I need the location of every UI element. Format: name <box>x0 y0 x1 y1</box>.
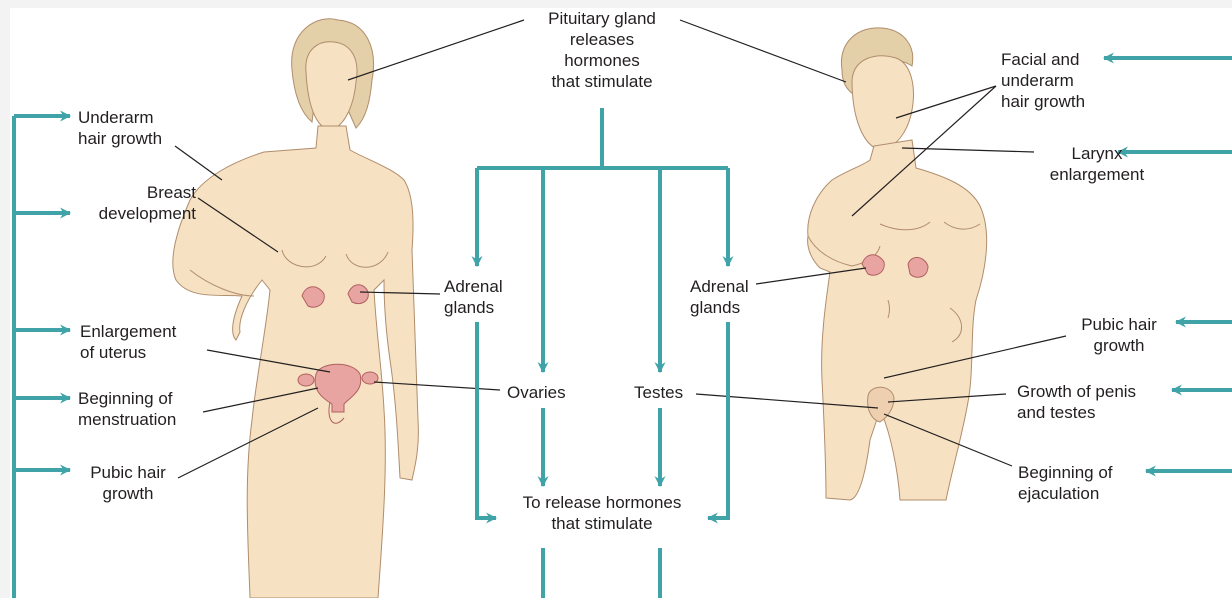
leader-larynx <box>902 148 1034 152</box>
label-underarm-hair-growth: Underarm hair growth <box>78 107 162 149</box>
male-body-illustration <box>808 28 987 500</box>
label-enlargement-of-uterus: Enlargement of uterus <box>80 321 176 363</box>
label-beginning-of-menstruation: Beginning of menstruation <box>78 388 176 430</box>
male-head <box>852 56 913 150</box>
leader-underarm <box>175 146 222 180</box>
label-pubic-hair-growth-male: Pubic hair growth <box>1064 314 1174 356</box>
flow-adrenal-left-to-release <box>477 322 496 518</box>
label-pituitary-gland: Pituitary gland releases hormones that s… <box>512 8 692 92</box>
leader-pituitary-male <box>680 20 846 82</box>
label-breast-development: Breast development <box>60 182 196 224</box>
label-facial-underarm-hair-growth: Facial and underarm hair growth <box>1001 49 1085 112</box>
female-head <box>306 42 357 130</box>
male-adrenal-right <box>908 257 928 277</box>
female-ovary-left <box>298 374 314 386</box>
female-body-illustration <box>173 19 419 598</box>
label-larynx-enlargement: Larynx enlargement <box>1030 143 1164 185</box>
flow-adrenal-right-to-release <box>708 322 728 518</box>
label-testes: Testes <box>634 382 683 403</box>
female-body <box>173 126 419 598</box>
label-beginning-of-ejaculation: Beginning of ejaculation <box>1018 462 1113 504</box>
label-adrenal-glands-male: Adrenal glands <box>690 276 749 318</box>
label-pubic-hair-growth-female: Pubic hair growth <box>70 462 186 504</box>
leader-pituitary-female <box>348 20 524 80</box>
female-adrenal-right <box>348 285 368 304</box>
label-growth-of-penis-and-testes: Growth of penis and testes <box>1017 381 1136 423</box>
label-release-hormones: To release hormones that stimulate <box>494 492 710 534</box>
label-adrenal-glands-female: Adrenal glands <box>444 276 503 318</box>
label-ovaries: Ovaries <box>507 382 566 403</box>
